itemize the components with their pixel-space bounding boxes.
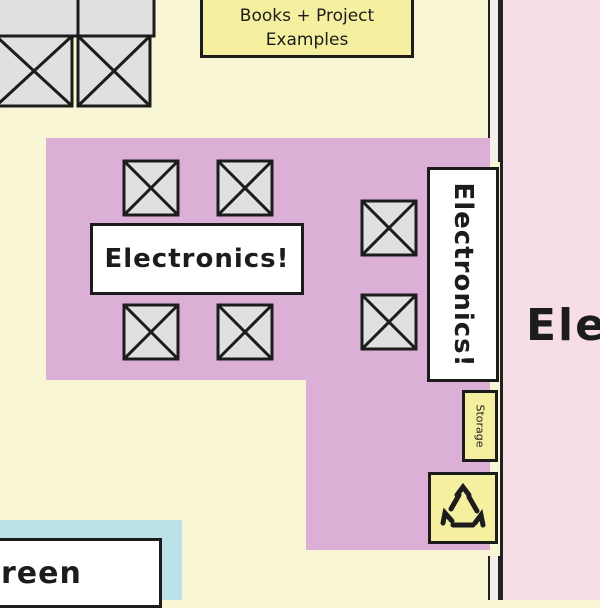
storage-label: Storage [473, 404, 487, 448]
bottom-left-label: reen [1, 555, 82, 591]
bottom-left-sign: reen [0, 538, 162, 608]
storage-cabinet: Storage [462, 390, 498, 462]
electronics-table-label: Electronics! [104, 244, 290, 274]
recycle-icon [440, 482, 486, 528]
display-box-5 [360, 199, 418, 257]
books-label: Books + Project Examples [200, 0, 414, 58]
recycle-bin [428, 472, 498, 544]
wall [488, 0, 500, 162]
right-room-label: Ele [526, 300, 600, 351]
electronics-wall-sign: Electronics! [427, 167, 499, 382]
books-label-text: Books + Project Examples [239, 5, 375, 50]
electronics-table: Electronics! [90, 223, 304, 295]
right-room-zone [500, 0, 600, 600]
electronics-wall-label: Electronics! [448, 182, 478, 367]
display-box-1 [122, 159, 180, 217]
wall [488, 556, 500, 600]
display-box-2 [216, 159, 274, 217]
display-box-4 [216, 303, 274, 361]
display-box-6 [360, 293, 418, 351]
display-box-3 [122, 303, 180, 361]
shelf-units-top-left [0, 0, 156, 108]
